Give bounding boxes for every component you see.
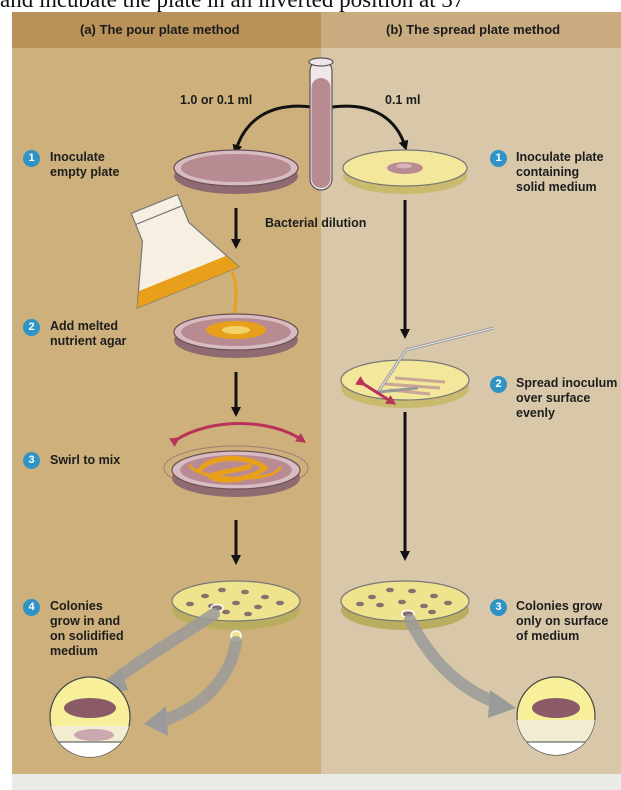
pour-step-4-badge: 4 — [23, 599, 40, 616]
spread-step-2-badge: 2 — [490, 376, 507, 393]
spread-step-1-label: Inoculate plate containing solid medium — [516, 150, 604, 195]
spread-step-3-badge: 3 — [490, 599, 507, 616]
pour-step-1-label: Inoculate empty plate — [50, 150, 119, 180]
pour-step-4-label: Colonies grow in and on solidified mediu… — [50, 599, 124, 659]
spread-zoom-detail — [515, 677, 597, 762]
pour-zoom-arrow-1 — [110, 614, 214, 684]
pour-plate-swirl — [164, 446, 308, 497]
pour-step-3-badge: 3 — [23, 452, 40, 469]
pour-plate-inoculated — [174, 150, 298, 194]
pipette-arrow-right — [332, 106, 405, 146]
spread-step-2-label: Spread inoculum over surface evenly — [516, 376, 617, 421]
pour-step-2-label: Add melted nutrient agar — [50, 319, 126, 349]
pour-step-3-label: Swirl to mix — [50, 453, 120, 468]
pipette-arrow-left — [236, 106, 312, 150]
spread-plate-spreading — [341, 328, 494, 408]
spread-plate-inoculated — [343, 150, 467, 194]
agar-flask — [103, 183, 239, 308]
tube-label: Bacterial dilution — [265, 216, 366, 231]
spread-step-1-badge: 1 — [490, 150, 507, 167]
pour-step-1-badge: 1 — [23, 150, 40, 167]
swirl-arrow — [176, 424, 302, 441]
agar-stream — [232, 272, 236, 318]
pour-zoom-detail — [48, 677, 132, 762]
spread-step-3-label: Colonies grow only on surface of medium — [516, 599, 608, 644]
bacterial-dilution-tube — [309, 58, 333, 190]
volume-label-spread: 0.1 ml — [385, 93, 420, 108]
pour-zoom-arrow-2 — [158, 642, 236, 722]
volume-label-pour: 1.0 or 0.1 ml — [180, 93, 252, 108]
pour-plate-agar — [174, 314, 298, 358]
spread-zoom-arrow — [410, 620, 500, 704]
pour-step-2-badge: 2 — [23, 319, 40, 336]
